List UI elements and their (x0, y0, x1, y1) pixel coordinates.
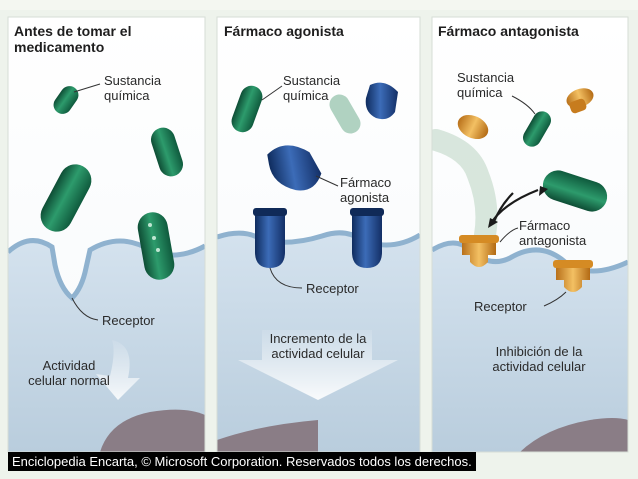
label-antagonist-drug: Fármaco antagonista (519, 218, 587, 248)
panel-antagonist (432, 17, 628, 452)
activity-arrow (96, 340, 140, 400)
panel-title-agonist: Fármaco agonista (224, 23, 344, 39)
agonist-drug-molecule (365, 82, 398, 120)
agonist-bound-receptor (253, 208, 287, 268)
label-receptor: Receptor (102, 313, 155, 328)
panel-title-antagonist: Fármaco antagonista (438, 23, 579, 39)
label-cell-activity: Inhibición de la actividad celular (492, 344, 586, 374)
label-chemical-substance: Sustancia química (283, 73, 341, 103)
chemical-substance-molecule (150, 127, 184, 177)
panel-title-before: Antes de tomar el medicamento (14, 23, 132, 55)
label-agonist-drug: Fármaco agonista (340, 175, 392, 205)
label-chemical-substance: Sustancia química (457, 70, 515, 100)
copyright-credit: Enciclopedia Encarta, © Microsoft Corpor… (8, 452, 476, 471)
agonist-drug-molecule (267, 145, 322, 191)
chemical-substance-molecule (329, 94, 361, 134)
nucleus (520, 418, 628, 452)
antagonist-bound-receptor (459, 235, 499, 267)
chemical-substance-molecule (542, 170, 608, 212)
label-chemical-substance: Sustancia química (104, 73, 162, 103)
chemical-substance-molecule (137, 212, 175, 280)
chemical-substance-molecule (523, 111, 551, 147)
chemical-substance-molecule (53, 86, 79, 114)
panel-agonist (217, 17, 420, 452)
label-receptor: Receptor (306, 281, 359, 296)
activity-arrow (238, 330, 398, 400)
label-receptor: Receptor (474, 299, 527, 314)
chemical-substance-molecule (40, 164, 92, 232)
panel-before (8, 17, 205, 452)
cell-body (432, 243, 628, 452)
antagonist-drug-molecule (566, 88, 594, 114)
antagonist-drug-molecule (457, 114, 489, 140)
agonist-bound-receptor (350, 208, 384, 268)
chemical-substance-molecule (231, 85, 263, 133)
antagonist-bound-receptor (553, 260, 593, 292)
nucleus (217, 420, 318, 452)
label-cell-activity: Incremento de la actividad celular (269, 331, 367, 361)
nucleus (100, 409, 205, 452)
label-cell-activity: Actividad celular normal (28, 358, 110, 388)
cell-body (8, 240, 205, 452)
